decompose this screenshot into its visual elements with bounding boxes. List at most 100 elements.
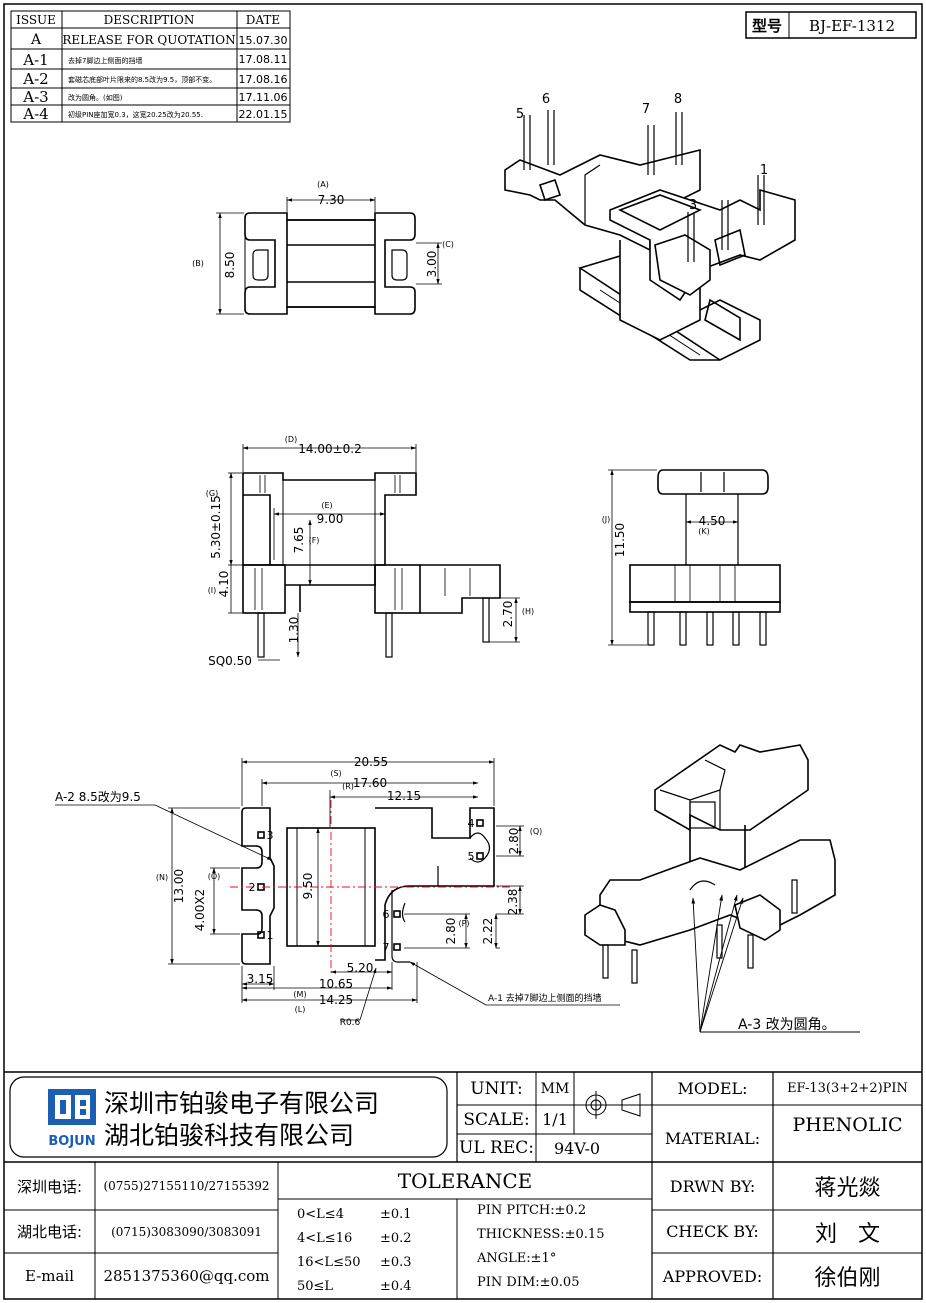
note-a2: A-2 8.5改为9.5 (55, 790, 141, 804)
tolerance-ranges: 0<L≤4 4<L≤16 16<L≤50 50≤L (297, 1203, 382, 1299)
rev-issue: A-1 (22, 51, 48, 69)
dim-value: 20.55 (354, 755, 388, 769)
top-view (244, 212, 416, 315)
tolerance-range: 50≤L (297, 1279, 334, 1294)
tolerance-values: ±0.1 ±0.2 ±0.3 ±0.4 (380, 1203, 440, 1299)
dim-tag: (R) (342, 782, 354, 791)
drawing-border (3, 3, 923, 1300)
drawn-by-value: 蒋光燚 (814, 1176, 881, 1201)
dim-value: 9.00 (317, 512, 344, 526)
rev-desc: 去掉7脚边上侧面的挡墙 (68, 56, 142, 65)
tolerance-value: ±0.4 (380, 1279, 412, 1294)
pin-label: 1 (267, 929, 274, 942)
side-view-dims (608, 469, 739, 646)
title-block-grid (4, 1071, 922, 1299)
tolerance-specs: PIN PITCH:±0.2 THICKNESS:±0.15 ANGLE:±1°… (477, 1199, 647, 1295)
pin-label: 3 (267, 829, 274, 842)
pin-label: 6 (542, 92, 550, 107)
rev-header-issue: ISSUE (16, 13, 56, 27)
dim-value: 2.22 (481, 918, 495, 945)
model-label: MODEL: (677, 1079, 748, 1098)
revision-table: ISSUE DESCRIPTION DATE A RELEASE FOR QUO… (10, 10, 291, 123)
shenzhen-phone-label: 深圳电话: (16, 1177, 83, 1196)
rev-issue: A-2 (22, 70, 48, 88)
dim-tag: (G) (206, 489, 218, 498)
rev-issue: A-3 (22, 88, 48, 106)
side-view (629, 469, 781, 646)
bojun-logo: BOJUN (48, 1089, 96, 1149)
tolerance-title: TOLERANCE (397, 1168, 533, 1193)
note-a3: A-3 改为圆角。 (738, 1017, 836, 1033)
check-by-label: CHECK BY: (666, 1222, 759, 1241)
dim-tag: (Q) (530, 827, 543, 836)
dim-value: 2.80 (507, 828, 521, 855)
unit-label: UNIT: (470, 1078, 523, 1099)
isometric-view-bottom (584, 744, 836, 984)
rev-header-date: DATE (246, 13, 280, 27)
drawn-by-label: DRWN BY: (669, 1176, 756, 1196)
dim-value: 10.65 (319, 977, 353, 991)
dim-tag: (F) (309, 536, 320, 545)
pin-label: 1 (760, 163, 768, 178)
rev-issue: A-4 (22, 105, 48, 123)
dim-tag: (H) (522, 607, 534, 616)
tolerance-value: ±0.2 (380, 1231, 412, 1246)
ul-label: UL REC: (459, 1138, 534, 1158)
pin-label: 4 (468, 817, 475, 830)
spec-thickness: THICKNESS:±0.15 (477, 1227, 605, 1242)
dim-tag: (B) (192, 259, 204, 268)
part-number-value: BJ-EF-1312 (809, 17, 895, 35)
dim-tag: (M) (293, 990, 306, 999)
dim-tag: (K) (698, 527, 710, 536)
dim-value: 7.65 (292, 527, 306, 554)
front-view (242, 472, 501, 658)
rev-issue: A (30, 32, 42, 48)
email-label: E-mail (24, 1267, 75, 1285)
tolerance-value: ±0.3 (380, 1255, 412, 1270)
dim-tag: (J) (602, 515, 611, 524)
dim-tag: (I) (208, 586, 217, 595)
projection-symbol (580, 1091, 641, 1119)
spec-angle: ANGLE:±1° (477, 1251, 557, 1266)
dim-value: 3.00 (425, 251, 439, 278)
rev-date: 15.07.30 (239, 34, 288, 47)
approved-label: APPROVED: (662, 1266, 763, 1286)
dim-value: R0.6 (340, 1018, 361, 1028)
company-name-1: 深圳市铂骏电子有限公司 (104, 1089, 380, 1118)
scale-label: SCALE: (463, 1109, 530, 1130)
ul-value: 94V-0 (554, 1138, 601, 1158)
rev-header-desc: DESCRIPTION (104, 13, 195, 27)
dim-value: 2.38 (506, 889, 520, 916)
a3-arrows (691, 894, 860, 1033)
dim-value: 7.30 (318, 193, 345, 207)
dim-value: 3.15 (247, 972, 274, 986)
dim-tag: (P) (458, 919, 469, 928)
logo-text: BOJUN (48, 1134, 95, 1149)
email-value: 2851375360@qq.com (103, 1267, 270, 1285)
dim-value: SQ0.50 (208, 654, 252, 668)
front-view-dims (228, 444, 520, 661)
hubei-phone: (0715)3083090/3083091 (111, 1224, 262, 1239)
dim-value: 5.20 (347, 961, 374, 975)
approved-value: 徐伯刚 (814, 1266, 881, 1291)
tolerance-range: 4<L≤16 (297, 1231, 353, 1246)
pin-label: 6 (383, 908, 390, 921)
bottom-view-centerlines (230, 800, 510, 975)
dim-tag: (O) (208, 872, 221, 881)
part-number-box: 型号 BJ-EF-1312 (745, 11, 917, 39)
dim-tag: (A) (317, 180, 329, 189)
isometric-view-top (504, 110, 796, 361)
rev-date: 22.01.15 (239, 108, 288, 121)
dim-value: 1.30 (287, 617, 301, 644)
dim-value: 5.30±0.15 (209, 495, 223, 559)
dim-value: 11.50 (613, 523, 627, 557)
material-label: MATERIAL: (664, 1129, 761, 1148)
dim-value: 2.80 (444, 918, 458, 945)
rev-date: 17.11.06 (239, 91, 288, 104)
hubei-phone-label: 湖北电话: (16, 1223, 83, 1241)
model-value: EF-13(3+2+2)PIN (787, 1081, 908, 1096)
pin-label: 7 (383, 941, 390, 954)
dim-tag: (D) (285, 435, 297, 444)
dim-value: 2.70 (501, 601, 515, 628)
dim-tag: (E) (321, 501, 332, 510)
